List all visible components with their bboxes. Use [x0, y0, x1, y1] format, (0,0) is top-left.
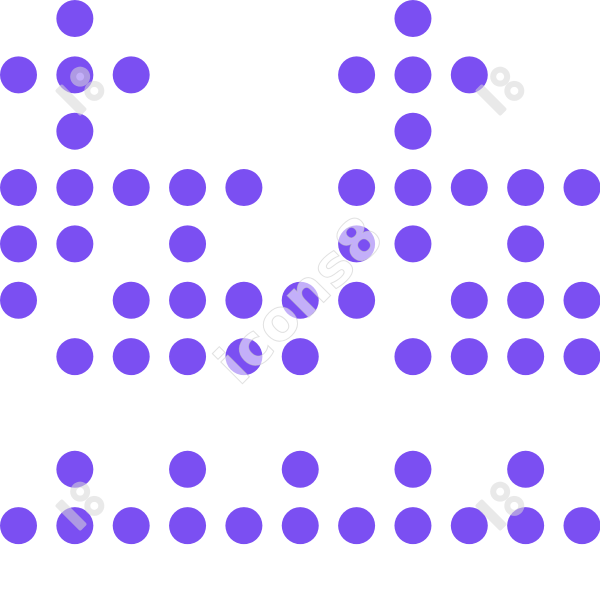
dot	[394, 56, 432, 94]
dot	[394, 450, 432, 488]
dot	[394, 169, 432, 207]
dot	[225, 169, 263, 207]
dot	[563, 507, 600, 545]
dot	[56, 507, 94, 545]
dot	[338, 281, 376, 319]
dot	[507, 225, 545, 263]
dot	[225, 507, 263, 545]
dot	[563, 338, 600, 376]
dot	[507, 281, 545, 319]
dot	[450, 281, 488, 319]
dot	[338, 225, 376, 263]
dot	[112, 281, 150, 319]
dot	[56, 450, 94, 488]
dot	[450, 56, 488, 94]
dot	[56, 0, 94, 37]
dot	[0, 225, 37, 263]
dot	[563, 281, 600, 319]
dot	[56, 338, 94, 376]
dot	[394, 507, 432, 545]
dot	[450, 507, 488, 545]
dot	[56, 225, 94, 263]
dot	[112, 338, 150, 376]
dot	[338, 169, 376, 207]
dot	[281, 338, 319, 376]
dot	[169, 338, 207, 376]
dot	[507, 338, 545, 376]
dot	[281, 450, 319, 488]
dot	[281, 281, 319, 319]
dot	[507, 169, 545, 207]
dot	[338, 507, 376, 545]
dot	[169, 450, 207, 488]
dot	[394, 338, 432, 376]
dot	[56, 169, 94, 207]
dot	[394, 225, 432, 263]
dot	[169, 281, 207, 319]
dot	[394, 0, 432, 37]
dot	[450, 169, 488, 207]
dot	[169, 225, 207, 263]
dot	[394, 112, 432, 150]
dot	[56, 56, 94, 94]
dot	[507, 450, 545, 488]
dot	[0, 169, 37, 207]
dot	[225, 338, 263, 376]
dot	[338, 56, 376, 94]
dot	[112, 169, 150, 207]
dot	[112, 507, 150, 545]
dot	[507, 507, 545, 545]
dot	[112, 56, 150, 94]
dot	[169, 169, 207, 207]
dot	[0, 56, 37, 94]
dot	[563, 169, 600, 207]
dot	[450, 338, 488, 376]
dot	[169, 507, 207, 545]
dot	[281, 507, 319, 545]
dot	[56, 112, 94, 150]
dot	[225, 281, 263, 319]
dot	[0, 281, 37, 319]
dot	[0, 507, 37, 545]
